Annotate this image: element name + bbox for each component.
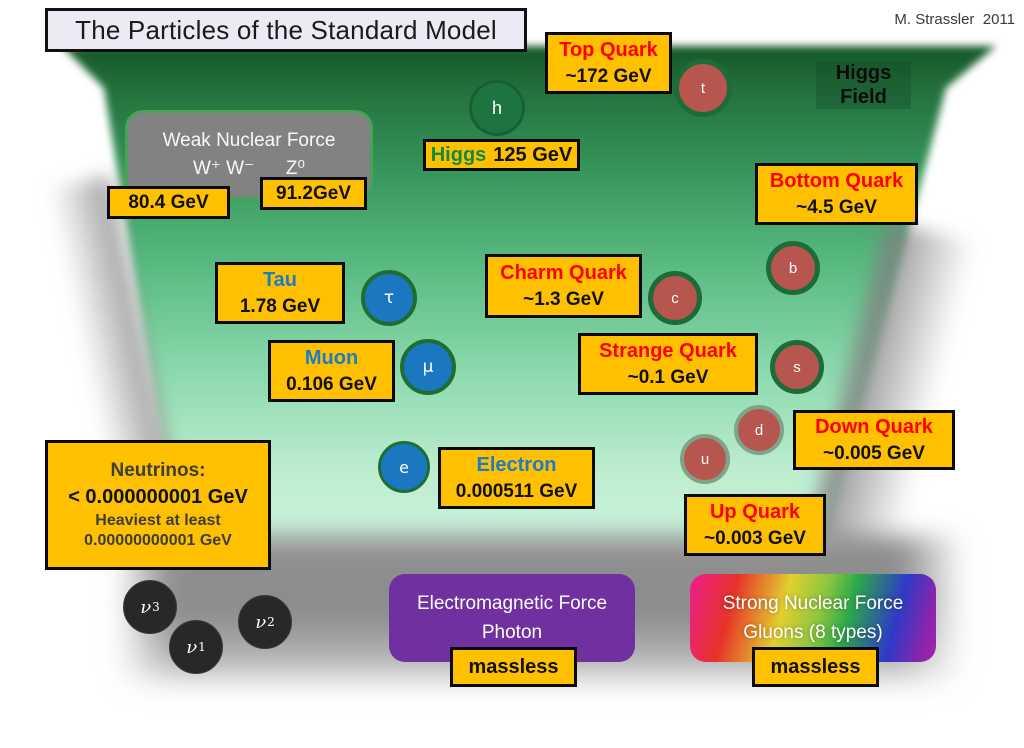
neutrino-2-symbol: ν (255, 611, 267, 633)
up-quark-mass: ~0.003 GeV (704, 527, 806, 549)
electron-symbol: e (399, 457, 409, 477)
muon-symbol: μ (422, 357, 434, 377)
higgs-mass-box: Higgs 125 GeV (423, 139, 580, 171)
down-quark-particle: d (734, 405, 784, 455)
photon-massless-label: massless (468, 655, 559, 678)
up-quark-box: Up Quark ~0.003 GeV (684, 494, 826, 556)
up-quark-symbol: u (700, 450, 710, 468)
higgs-name: Higgs (430, 143, 487, 166)
bottom-quark-box: Bottom Quark ~4.5 GeV (755, 163, 918, 225)
neutrino-1-subscript: 1 (198, 640, 206, 654)
w-boson-mass-box: 80.4 GeV (107, 186, 230, 219)
charm-quark-name: Charm Quark (500, 261, 627, 284)
w-boson-mass: 80.4 GeV (128, 191, 209, 213)
neutrino-1-symbol: ν (186, 636, 198, 658)
higgs-particle: h (469, 80, 525, 136)
charm-quark-mass: ~1.3 GeV (523, 288, 604, 310)
page-title-text: The Particles of the Standard Model (75, 14, 497, 45)
top-quark-symbol: t (700, 79, 706, 97)
neutrinos-title: Neutrinos: (110, 459, 206, 481)
up-quark-particle: u (680, 434, 730, 484)
strange-quark-particle: s (770, 340, 824, 394)
bottom-quark-name: Bottom Quark (769, 169, 904, 192)
down-quark-symbol: d (754, 421, 764, 439)
bottom-quark-mass: ~4.5 GeV (796, 196, 877, 218)
higgs-field-label-line2: Field (840, 86, 887, 108)
neutrinos-note1: Heaviest at least (95, 511, 221, 529)
neutrinos-limit: < 0.000000001 GeV (68, 485, 248, 508)
neutrino-2-subscript: 2 (267, 615, 275, 629)
electron-particle: e (378, 441, 430, 493)
muon-mass: 0.106 GeV (286, 373, 377, 395)
strange-quark-symbol: s (793, 358, 801, 376)
weak-force-bosons: W⁺ W⁻ Z⁰ (192, 158, 306, 179)
photon-massless-box: massless (450, 647, 577, 687)
muon-name: Muon (304, 346, 359, 369)
neutrino-3-subscript: 3 (152, 600, 160, 614)
tau-symbol: τ (383, 288, 395, 308)
muon-particle: μ (400, 339, 456, 395)
neutrinos-note2: 0.00000000001 GeV (84, 532, 232, 550)
author-credit: M. Strassler 2011 (894, 11, 1015, 28)
electron-name: Electron (476, 453, 557, 476)
weak-force-title: Weak Nuclear Force (162, 129, 336, 151)
muon-box: Muon 0.106 GeV (268, 340, 395, 402)
strong-force-title: Strong Nuclear Force (722, 592, 904, 614)
electron-mass: 0.000511 GeV (455, 480, 578, 502)
strange-quark-mass: ~0.1 GeV (627, 366, 709, 388)
gluon-massless-label: massless (770, 655, 861, 678)
higgs-mass: 125 GeV (493, 143, 573, 166)
strange-quark-box: Strange Quark ~0.1 GeV (578, 333, 758, 395)
gluon-massless-box: massless (752, 647, 879, 687)
strong-force-carrier: Gluons (8 types) (743, 622, 883, 643)
top-quark-name: Top Quark (559, 38, 658, 61)
top-quark-particle: t (674, 59, 732, 117)
bottom-quark-symbol: b (788, 259, 798, 277)
charm-quark-particle: c (648, 271, 702, 325)
higgs-field-label: Higgs Field (816, 61, 911, 109)
top-quark-mass: ~172 GeV (565, 65, 652, 87)
page-title: The Particles of the Standard Model (45, 8, 527, 52)
bottom-quark-particle: b (766, 241, 820, 295)
higgs-symbol: h (491, 97, 502, 118)
top-quark-box: Top Quark ~172 GeV (545, 32, 672, 94)
up-quark-name: Up Quark (709, 500, 801, 523)
strange-quark-name: Strange Quark (599, 339, 737, 362)
higgs-field-label-line1: Higgs (835, 62, 892, 84)
neutrinos-box: Neutrinos: < 0.000000001 GeV Heaviest at… (45, 440, 271, 570)
down-quark-name: Down Quark (815, 415, 933, 438)
tau-name: Tau (262, 268, 298, 291)
em-force-title: Electromagnetic Force (416, 592, 608, 614)
z-boson-mass-box: 91.2GeV (260, 177, 367, 210)
tau-particle: τ (361, 270, 417, 326)
charm-quark-box: Charm Quark ~1.3 GeV (485, 254, 642, 318)
down-quark-box: Down Quark ~0.005 GeV (793, 410, 955, 470)
em-force-carrier: Photon (481, 622, 543, 643)
charm-quark-symbol: c (671, 289, 679, 307)
z-boson-mass: 91.2GeV (276, 182, 351, 204)
electron-box: Electron 0.000511 GeV (438, 447, 595, 509)
right-shadow-wedge (806, 220, 999, 570)
neutrino-3-symbol: ν (140, 596, 152, 618)
tau-box: Tau 1.78 GeV (215, 262, 345, 324)
tau-mass: 1.78 GeV (239, 295, 321, 317)
down-quark-mass: ~0.005 GeV (823, 442, 925, 464)
